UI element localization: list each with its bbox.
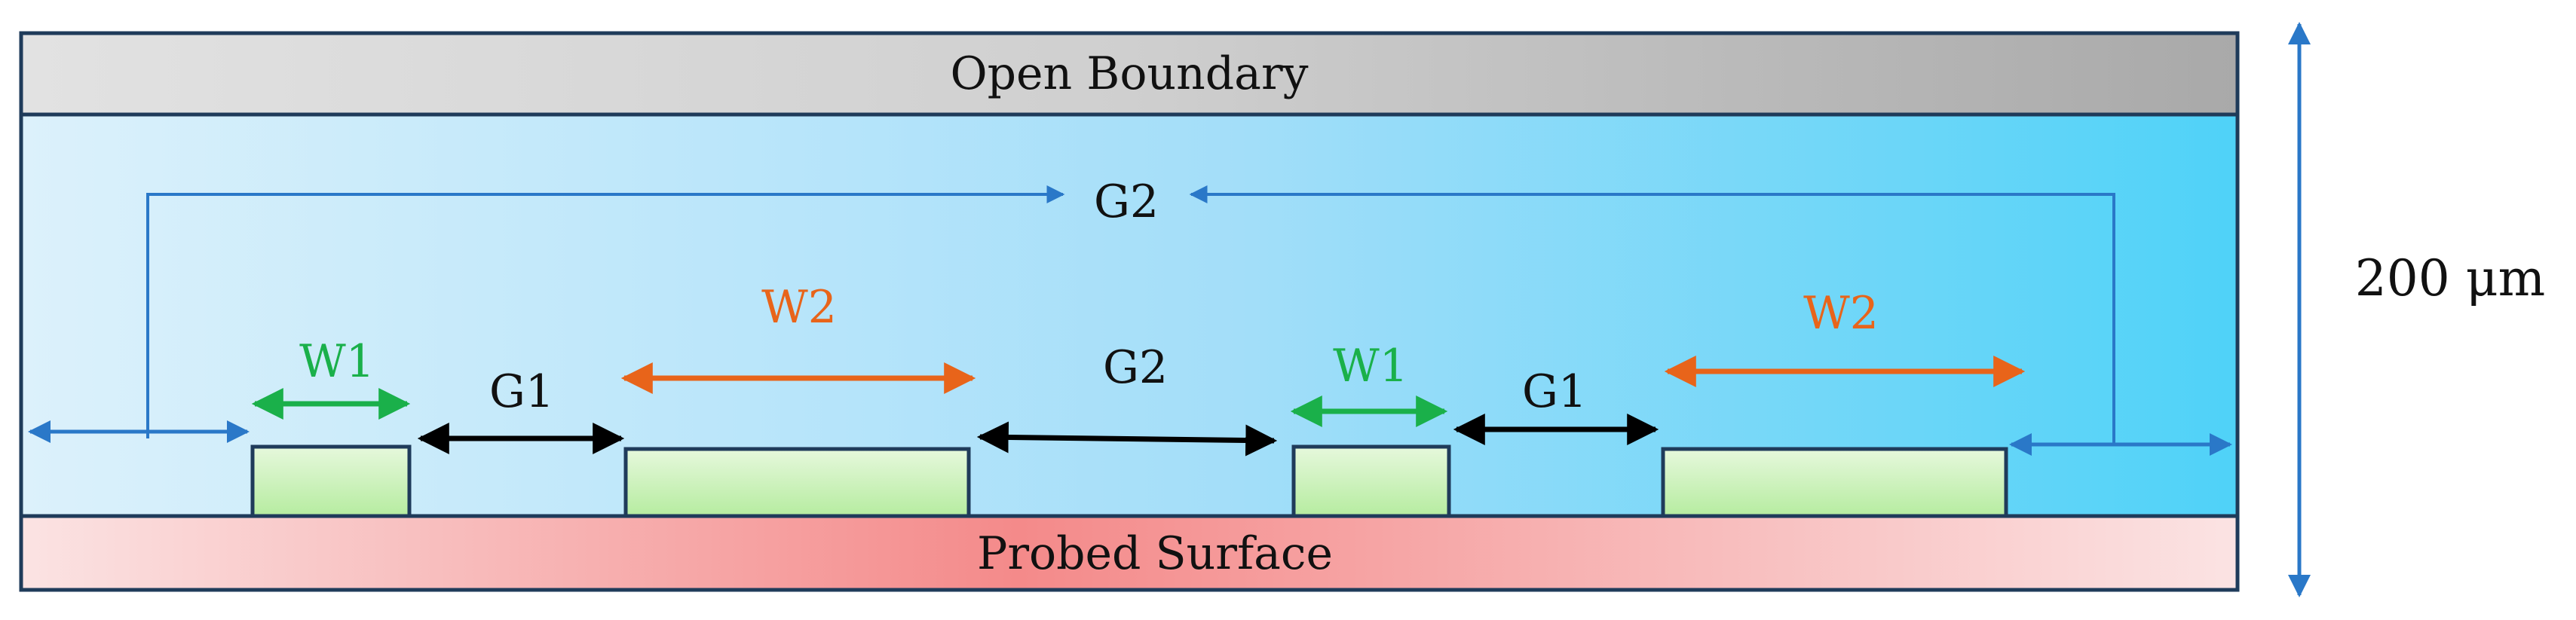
w1-left-label: W1 [299,335,375,388]
electrode-w2-right [1661,447,2008,518]
g1-right-label: G1 [1522,365,1587,418]
g2-period-label: G2 [1094,176,1159,228]
g2-period-left-bracket [146,185,1065,438]
height-label: 200 μm [2355,249,2545,307]
electrode-w2-left [623,447,971,518]
g2-middle-arrow [976,421,1278,457]
open-boundary-label: Open Boundary [950,47,1308,100]
g2-period-right-bracket [1189,185,2115,444]
open-boundary-bar [19,31,2240,117]
electrode-w1-right [1291,444,1451,518]
g1-left-label: G1 [489,365,554,418]
w1-right-label: W1 [1333,340,1408,392]
electrode-w1-left [250,444,412,518]
w2-left-label: W2 [761,281,837,334]
g2-middle-label: G2 [1103,341,1168,394]
w2-right-label: W2 [1803,287,1879,340]
probed-surface-bar [19,514,2240,592]
probed-surface-label: Probed Surface [977,527,1333,580]
